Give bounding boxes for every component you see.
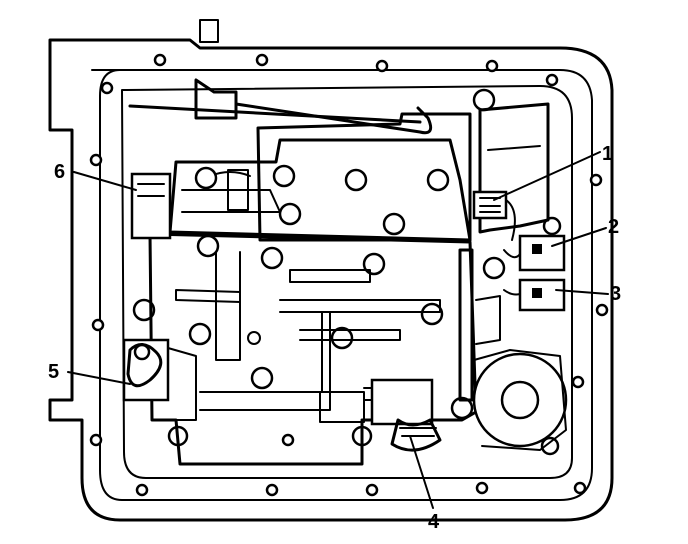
flange-bolt-holes (89, 53, 609, 497)
callout-2: 2 (608, 216, 619, 238)
callout-5: 5 (48, 361, 59, 383)
callout-4: 4 (428, 511, 440, 533)
accumulator (472, 102, 568, 451)
leader-2 (551, 227, 607, 247)
pan-gasket (121, 85, 573, 479)
leader-lines (67, 151, 609, 509)
callout-6: 6 (54, 161, 65, 183)
solenoids (503, 234, 566, 312)
leader-4 (409, 435, 434, 509)
callout-3: 3 (610, 283, 621, 305)
callout-labels: 1 2 3 4 5 6 (48, 143, 621, 533)
leader-1 (493, 151, 601, 201)
callout-1: 1 (602, 143, 613, 165)
manual-linkage (128, 19, 496, 135)
lower-casting (148, 232, 478, 466)
feed-tube (458, 248, 501, 402)
left-components (122, 172, 197, 421)
leader-6 (73, 171, 137, 191)
leader-3 (555, 289, 609, 295)
leader-5 (67, 371, 131, 385)
case-outline (48, 38, 614, 522)
pressure-switch-connector (363, 378, 442, 452)
